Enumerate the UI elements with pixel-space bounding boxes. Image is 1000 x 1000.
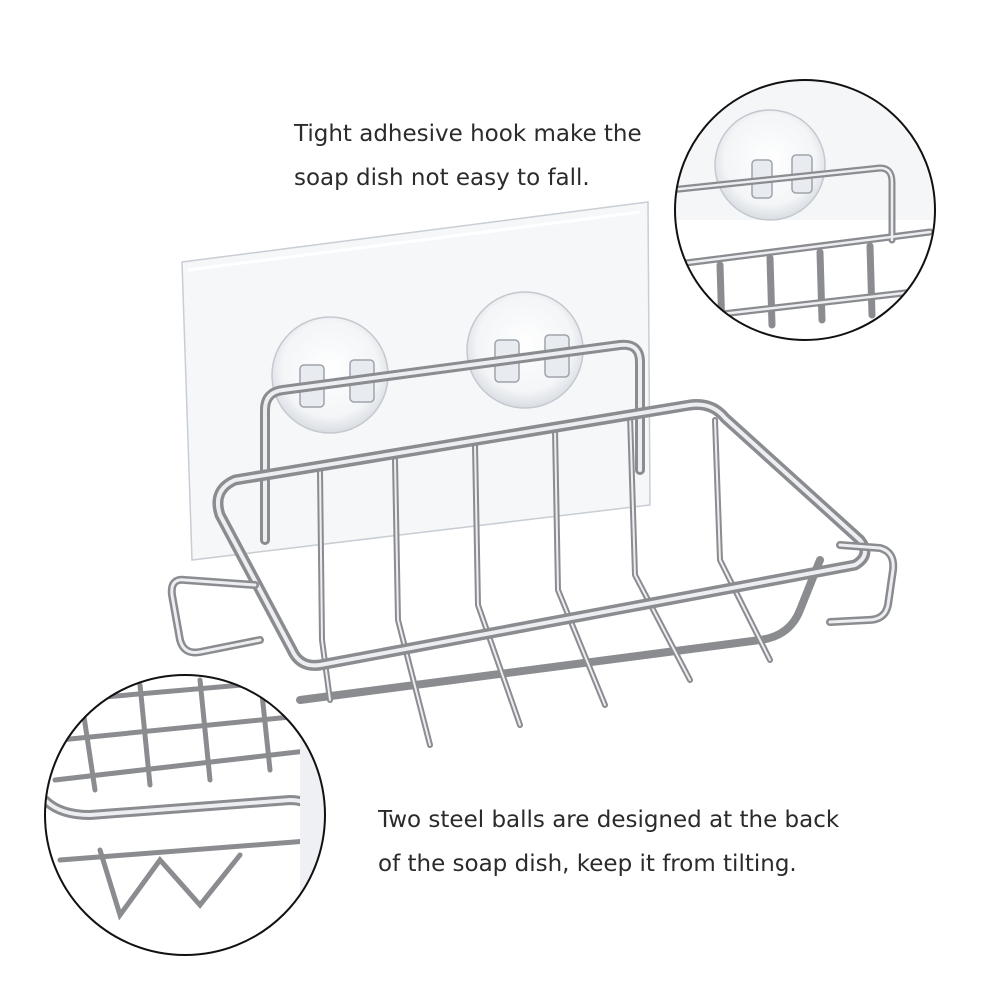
soap-dish-basket	[167, 399, 898, 748]
caption-bottom-line1: Two steel balls are designed at the back	[378, 807, 840, 833]
caption-adhesive-hook: Tight adhesive hook make the soap dish n…	[294, 112, 642, 200]
caption-top-line2: soap dish not easy to fall.	[294, 165, 590, 191]
adhesive-plate	[181, 201, 651, 561]
detail-circle-basket	[44, 674, 326, 956]
caption-top-line1: Tight adhesive hook make the	[294, 121, 642, 147]
caption-steel-balls: Two steel balls are designed at the back…	[378, 798, 839, 886]
caption-bottom-line2: of the soap dish, keep it from tilting.	[378, 851, 797, 877]
back-rail	[260, 339, 645, 545]
detail-circle-hook	[674, 79, 936, 341]
